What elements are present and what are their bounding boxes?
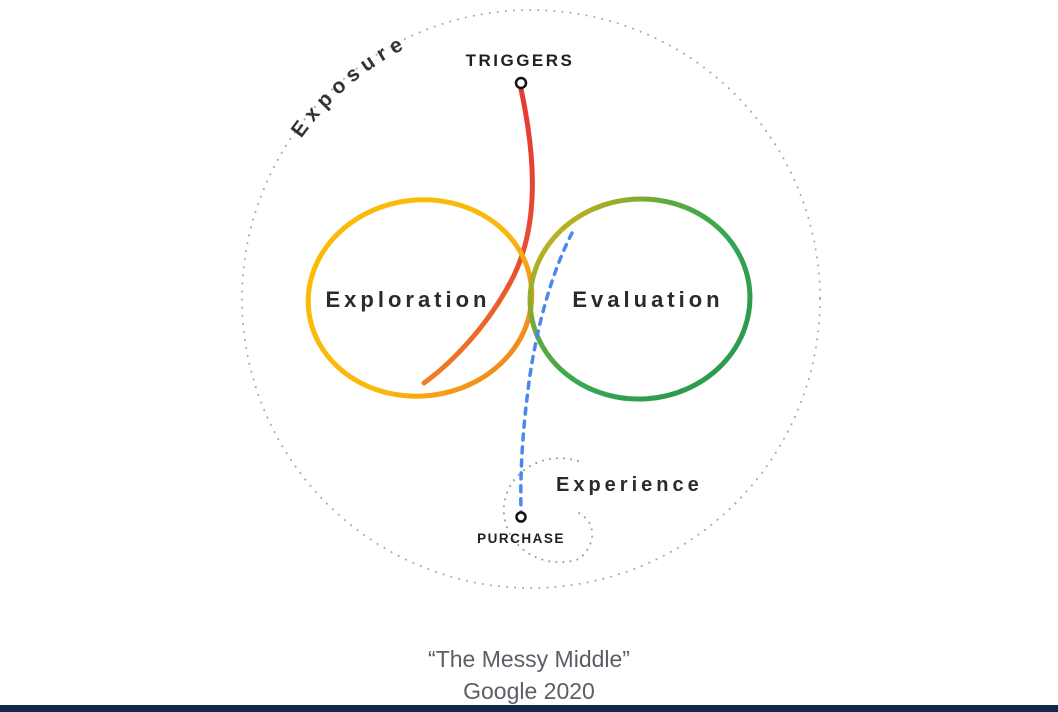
triggers-marker bbox=[514, 76, 528, 90]
experience-label: Experience bbox=[556, 474, 703, 496]
experience-spiral bbox=[502, 457, 594, 564]
purchase-label: PURCHASE bbox=[477, 531, 565, 546]
purchase-curve bbox=[519, 231, 574, 514]
triggers-curve bbox=[421, 86, 535, 386]
exposure-label: Exposure bbox=[287, 30, 412, 141]
exposure-dotted-circle bbox=[241, 9, 821, 589]
triggers-label: TRIGGERS bbox=[466, 51, 575, 70]
bottom-accent-bar bbox=[0, 705, 1058, 712]
caption-source: Google 2020 bbox=[463, 678, 595, 704]
evaluation-label: Evaluation bbox=[572, 287, 723, 312]
exposure-label-text: Exposure bbox=[287, 30, 406, 141]
evaluation-loop bbox=[527, 196, 753, 402]
caption-title: “The Messy Middle” bbox=[428, 646, 630, 672]
purchase-marker bbox=[515, 511, 527, 523]
exploration-label: Exploration bbox=[325, 287, 490, 312]
